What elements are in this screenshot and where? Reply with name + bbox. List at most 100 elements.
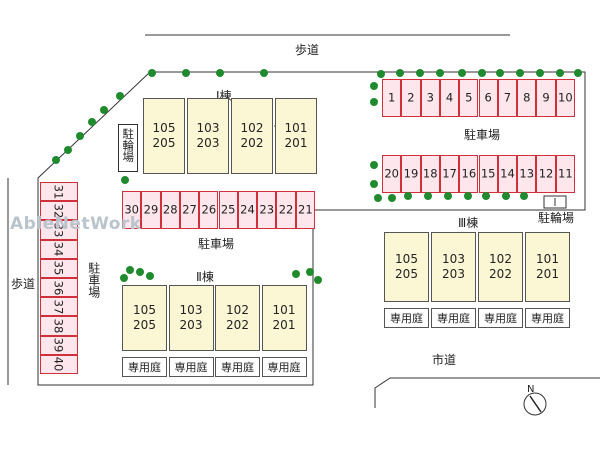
tree-icon — [556, 69, 564, 77]
stall-number: 4 — [445, 90, 454, 105]
tree-icon — [444, 192, 452, 200]
bike-parking-right-label: 駐輪場 — [538, 211, 575, 225]
room-number: 101 — [284, 121, 308, 135]
room-number: 203 — [196, 136, 220, 150]
tree-icon — [64, 146, 72, 154]
row_center-stall: 26 — [199, 191, 219, 229]
column_left-stall: 31 — [40, 182, 78, 202]
tree-icon — [76, 132, 84, 140]
stall-number: 9 — [542, 90, 550, 105]
room-number: 205 — [395, 267, 418, 281]
stall-number: 10 — [558, 90, 573, 105]
tree-icon — [216, 69, 224, 77]
room-number: 205 — [133, 318, 156, 332]
tree-icon — [182, 69, 190, 77]
tree-icon — [52, 156, 60, 164]
row_top_right-stall: 3 — [420, 79, 440, 117]
row_mid_right-stall: 13 — [517, 155, 537, 193]
room-number: 202 — [226, 318, 249, 332]
column_left-stall: 35 — [40, 258, 78, 278]
city-road-edge — [374, 377, 600, 408]
column_left-stall: 34 — [40, 239, 78, 259]
room-number: 202 — [240, 136, 264, 150]
tree-icon — [120, 274, 128, 282]
row_mid_right-stall: 11 — [555, 155, 575, 193]
room-number: 105 — [133, 303, 156, 317]
row_center-stall: 24 — [237, 191, 258, 229]
private-garden: 専用庭 — [525, 308, 570, 328]
stall-number: 30 — [124, 202, 139, 217]
tree-icon — [464, 192, 472, 200]
row_top_right-stall: 1 — [382, 79, 402, 117]
watermark: AbleNetWork — [10, 214, 142, 234]
tree-icon — [146, 272, 154, 280]
stall-number: 22 — [278, 202, 294, 217]
tree-icon — [416, 69, 424, 77]
room-number: 102 — [226, 303, 249, 317]
tree-icon — [148, 69, 156, 77]
row_center-stall: 21 — [295, 191, 315, 229]
room-number: 103 — [442, 252, 465, 266]
stall-number: 16 — [461, 166, 477, 181]
stall-number: 3 — [426, 90, 434, 105]
stall-number: 40 — [51, 357, 66, 372]
column_left-stall: 38 — [40, 316, 78, 336]
stall-number: 31 — [51, 184, 66, 199]
column_left-stall: 39 — [40, 335, 78, 355]
city-road-label: 市道 — [432, 353, 457, 367]
column_left-stall: 32 — [40, 201, 78, 221]
tree-icon — [574, 69, 582, 77]
row_mid_right-stall: 18 — [420, 155, 440, 193]
tree-icon — [482, 192, 490, 200]
private-garden: 専用庭 — [215, 357, 260, 377]
row_top_right-stall: 8 — [517, 79, 537, 117]
room-number: 203 — [179, 318, 203, 332]
tree-icon — [478, 69, 486, 77]
garden-label: 専用庭 — [221, 361, 254, 374]
tree-icon — [520, 192, 528, 200]
compass-label: N — [527, 384, 535, 395]
stall-number: 15 — [480, 166, 496, 181]
row_center-stall: 23 — [257, 191, 277, 229]
stall-number: 6 — [484, 90, 492, 105]
row_center-stall: 29 — [141, 191, 161, 229]
tree-icon — [260, 69, 268, 77]
tree-icon — [377, 70, 385, 78]
parking-left-label: 駐車場 — [86, 262, 101, 298]
tree-icon — [516, 69, 524, 77]
sidewalk-left-label: 歩道 — [11, 277, 36, 291]
room-number: 202 — [489, 267, 512, 281]
stall-number: 13 — [519, 166, 535, 181]
room-number: 105 — [152, 121, 176, 135]
row_center-stall: 22 — [276, 191, 296, 229]
garden-label: 専用庭 — [531, 312, 564, 325]
private-garden: 専用庭 — [431, 308, 476, 328]
room-number: 103 — [179, 303, 203, 317]
row_mid_right-stall: 14 — [497, 155, 518, 193]
column_left-stall: 37 — [40, 297, 78, 317]
stall-number: 26 — [201, 202, 217, 217]
tree-icon — [88, 118, 96, 126]
stall-number: 5 — [465, 90, 473, 105]
room-number: 103 — [196, 121, 220, 135]
tree-icon — [374, 194, 382, 202]
tree-icon — [121, 176, 129, 184]
stall-number: 18 — [422, 166, 438, 181]
stall-number: 21 — [298, 202, 313, 217]
stall-number: 1 — [387, 90, 396, 105]
row_mid_right-stall: 16 — [459, 155, 479, 193]
row_top_right-stall: 10 — [555, 79, 575, 117]
stall-number: 17 — [442, 166, 457, 181]
column_left-stall: 36 — [40, 278, 78, 298]
row_top_right-stall: 5 — [459, 79, 479, 117]
